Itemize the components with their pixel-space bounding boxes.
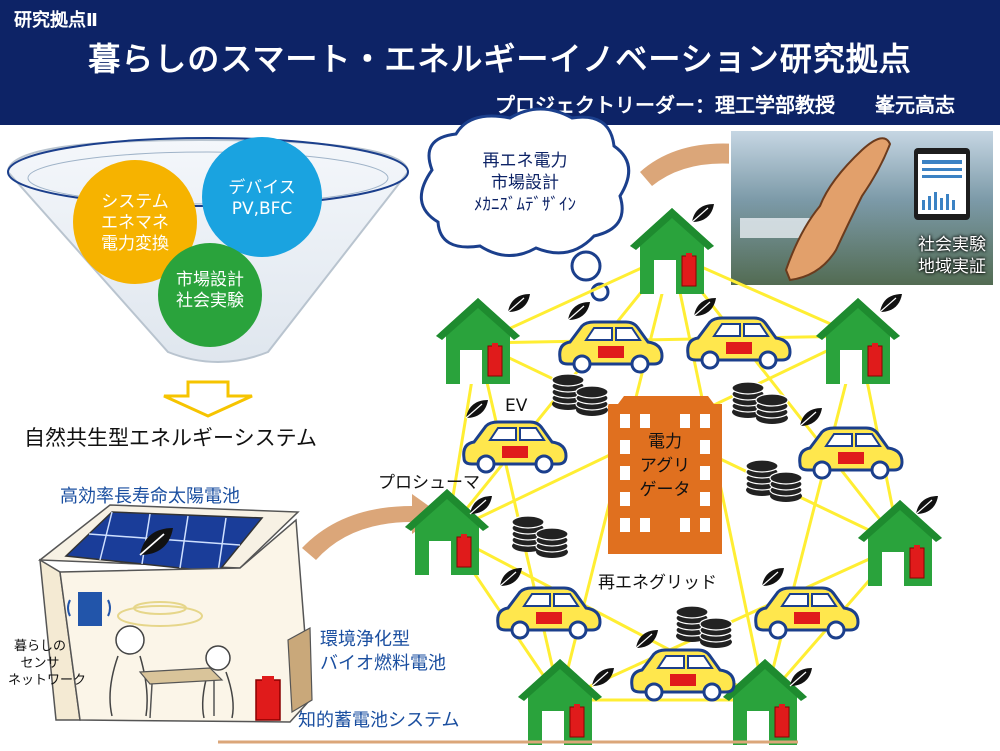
circle-market-label: 市場設計 社会実験 [176,270,244,311]
aggregator-building [608,396,722,554]
solar-cell-label: 高効率長寿命太陽電池 [60,486,240,507]
circle-device [202,137,322,257]
down-arrow-icon [163,380,253,418]
project-leader: プロジェクトリーダー：理工学部教授 峯元高志 [495,93,955,117]
biofuel-cell-label: 環境浄化型 バイオ燃料電池 [320,629,446,674]
ev-car-7 [630,648,736,702]
circle-system [73,160,197,284]
ev-car-2 [686,316,792,370]
ev-car-1 [558,320,664,374]
house-upper-left [435,297,521,385]
fuel-cell-box [287,627,313,714]
coin-stack-icon [745,459,803,503]
nature-energy-system-label: 自然共生型エネルギーシステム [24,426,317,450]
house-to-grid-arrow-icon [302,494,440,560]
house-sketch [37,504,313,723]
header-banner: 研究拠点Ⅱ 暮らしのスマート・エネルギーイノベーション研究拠点 プロジェクトリー… [0,0,1000,125]
sensor-network-label: 暮らしの センサ ネットワーク [8,639,87,688]
aggregator-label: 電力 アグリ ゲータ [639,432,691,500]
ev-car-3 [462,420,568,474]
sensor-icon [78,592,102,626]
circle-market [158,243,262,347]
coin-stack-icon [731,381,789,425]
house-bottom-right [722,658,808,746]
coin-stack-icon [551,373,609,417]
circle-device-label: デバイス PV,BFC [228,178,296,219]
house-right [857,499,943,587]
renewable-grid-label: 再エネグリッド [598,573,717,593]
ev-car-5 [496,586,602,640]
field-test-label: 社会実験 地域実証 [918,235,986,277]
concept-funnel [6,137,410,363]
prosumer-label: プロシューマ [378,473,480,493]
cloud-label: 再エネ電力 市場設計 ﾒｶﾆｽﾞﾑﾃﾞｻﾞｲﾝ [474,151,576,215]
circle-system-label: システム エネマネ 電力変換 [101,192,169,254]
battery-system-label: 知的蓄電池システム [298,710,460,731]
ev-label: EV [505,396,528,416]
header-tag: 研究拠点Ⅱ [14,10,98,31]
battery-icon [255,679,281,721]
house-top [629,207,715,295]
ev-car-6 [754,586,860,640]
coin-stack-icon [511,515,569,559]
page-title: 暮らしのスマート・エネルギーイノベーション研究拠点 [88,40,912,78]
island-photo [729,129,995,287]
house-bottom-left [517,658,603,746]
